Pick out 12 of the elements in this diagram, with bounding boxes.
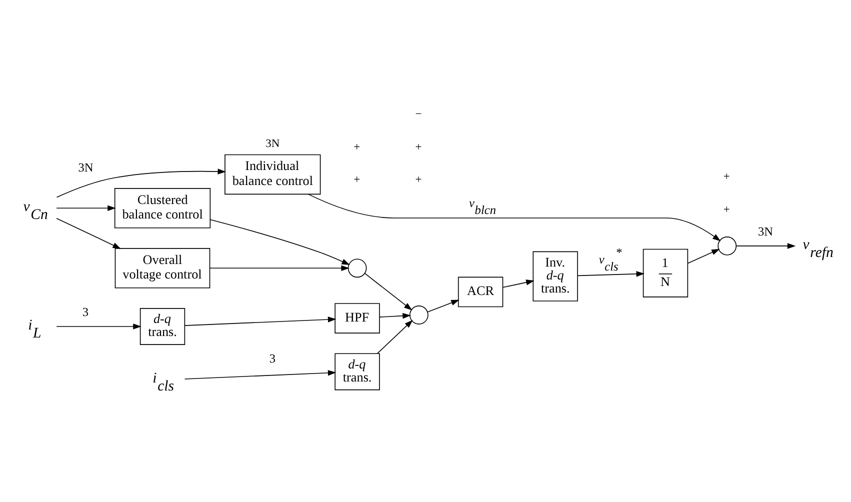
- label: +: [723, 170, 730, 182]
- label: +: [415, 174, 422, 186]
- label: +: [415, 140, 422, 153]
- label: +: [354, 174, 360, 186]
- edge-label: 3N: [758, 224, 774, 238]
- edge-label: 3: [82, 304, 89, 319]
- label: +: [723, 203, 730, 216]
- label: −: [415, 108, 422, 120]
- edge-label: 3N: [78, 160, 94, 174]
- edge-label: 3: [269, 350, 276, 365]
- label: 3N: [266, 138, 280, 150]
- label: +: [354, 140, 360, 153]
